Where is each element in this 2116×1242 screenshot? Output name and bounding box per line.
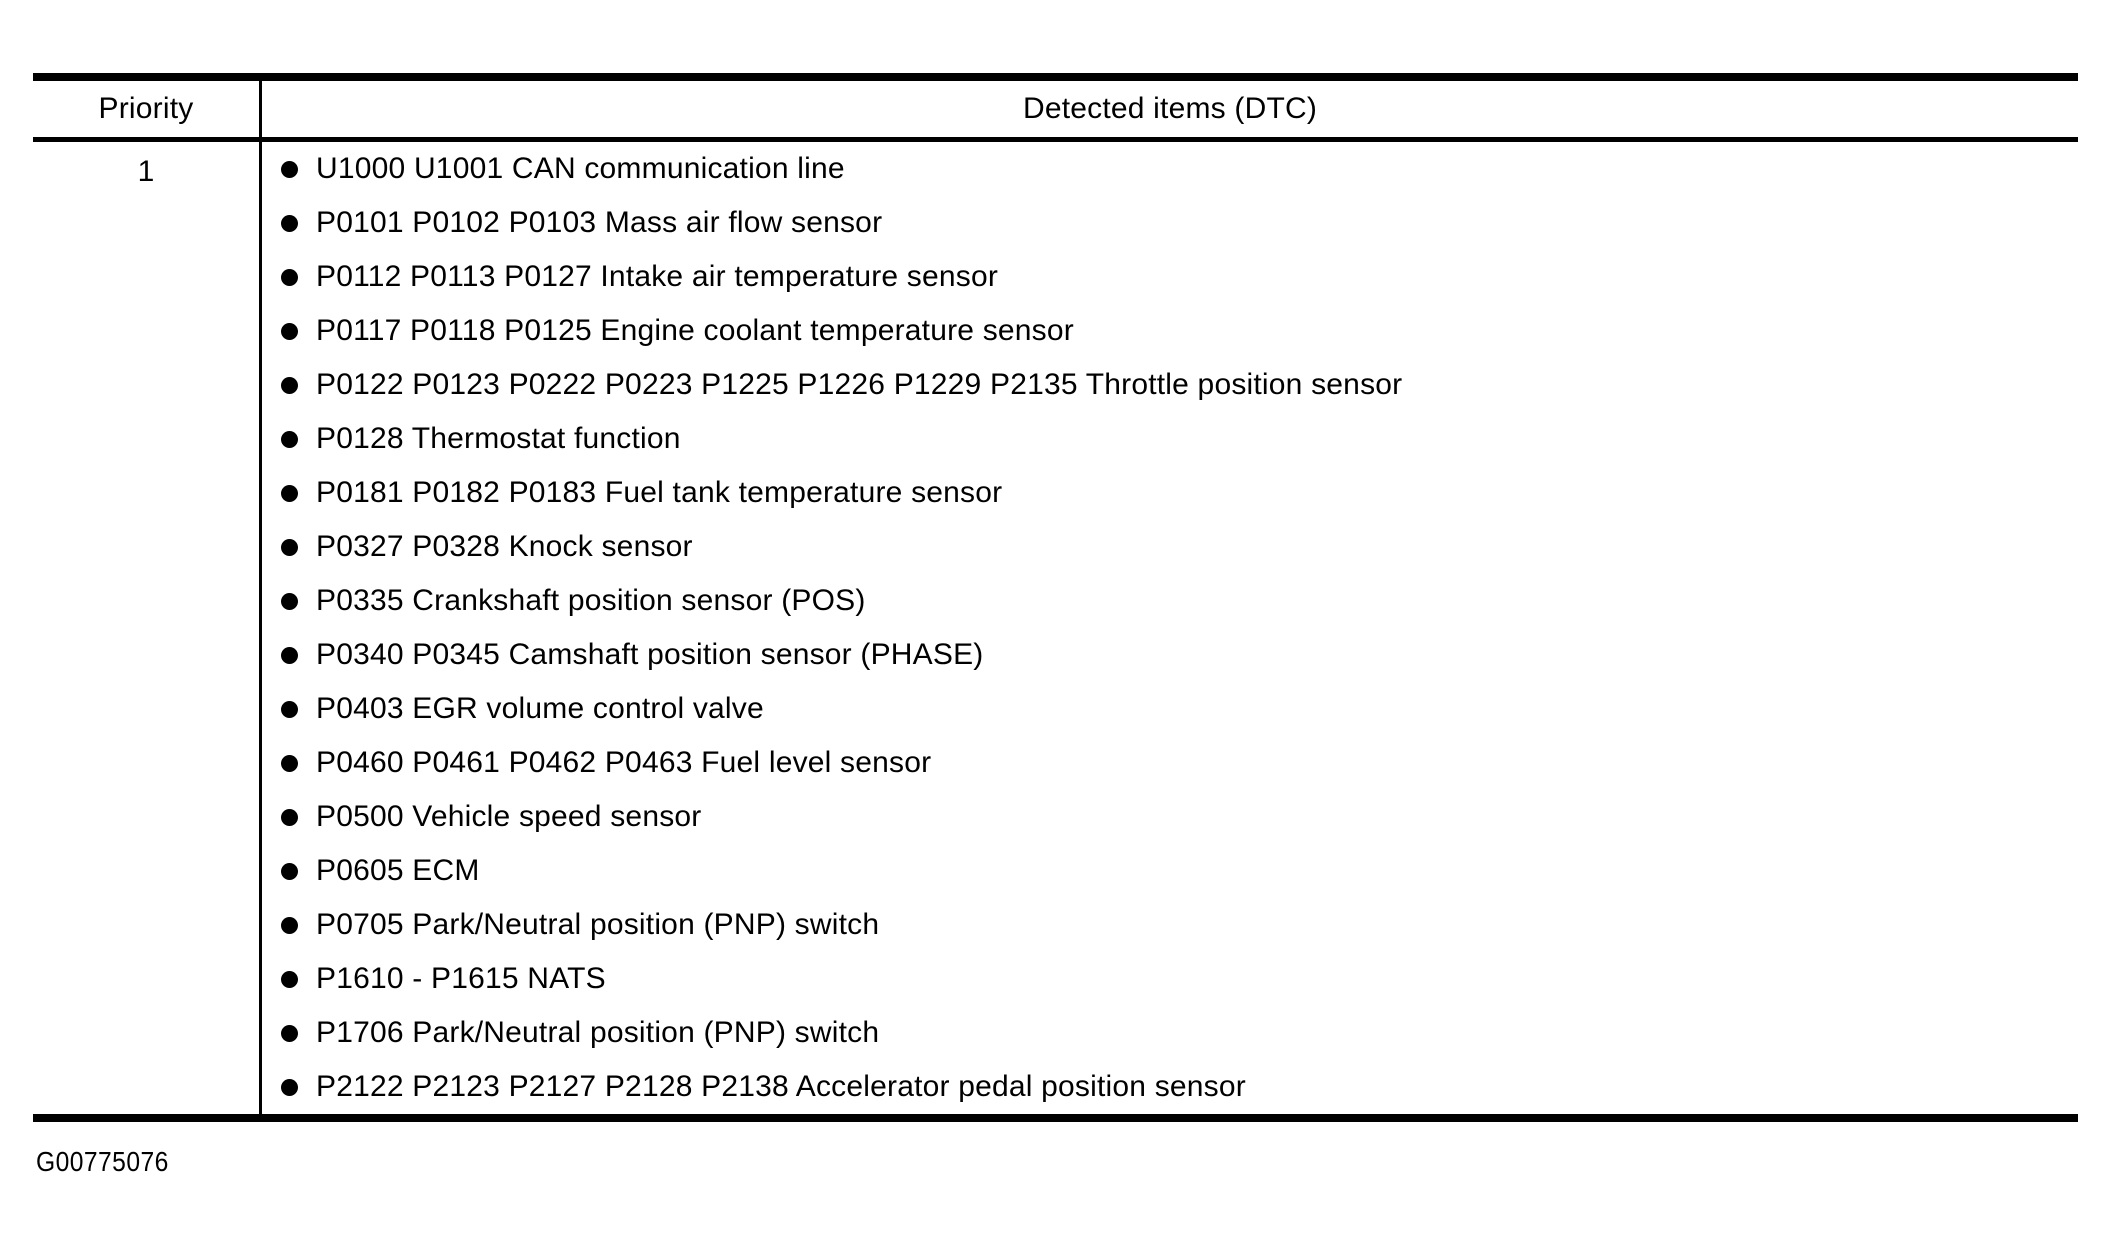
bullet-icon <box>281 916 298 934</box>
dtc-item-text: P0460 P0461 P0462 P0463 Fuel level senso… <box>316 746 932 779</box>
dtc-item-text: P1706 Park/Neutral position (PNP) switch <box>316 1016 880 1049</box>
dtc-item-text: P0500 Vehicle speed sensor <box>316 800 702 833</box>
dtc-list: U1000 U1001 CAN communication line P0101… <box>262 142 2078 1114</box>
bullet-icon <box>281 1078 298 1096</box>
dtc-item-text: P2122 P2123 P2127 P2128 P2138 Accelerato… <box>316 1070 1246 1103</box>
dtc-list-item: P0128 Thermostat function <box>262 412 2078 466</box>
dtc-item-text: P0403 EGR volume control valve <box>316 692 764 725</box>
dtc-list-item: P0112 P0113 P0127 Intake air temperature… <box>262 250 2078 304</box>
dtc-item-text: P0101 P0102 P0103 Mass air flow sensor <box>316 206 883 239</box>
dtc-priority-table: Priority Detected items (DTC) 1 U1000 U1… <box>33 73 2078 1122</box>
bullet-icon <box>281 376 298 394</box>
bullet-icon <box>281 160 298 178</box>
dtc-list-item: P0340 P0345 Camshaft position sensor (PH… <box>262 628 2078 682</box>
bullet-icon <box>281 1024 298 1042</box>
dtc-list-item: P1610 - P1615 NATS <box>262 952 2078 1006</box>
dtc-item-text: P1610 - P1615 NATS <box>316 962 606 995</box>
bullet-icon <box>281 754 298 772</box>
bullet-icon <box>281 700 298 718</box>
dtc-item-text: P0112 P0113 P0127 Intake air temperature… <box>316 260 999 293</box>
figure-id: G00775076 <box>36 1146 169 1177</box>
dtc-item-text: P0128 Thermostat function <box>316 422 681 455</box>
dtc-list-item: P0460 P0461 P0462 P0463 Fuel level senso… <box>262 736 2078 790</box>
bullet-icon <box>281 430 298 448</box>
dtc-item-text: P0117 P0118 P0125 Engine coolant tempera… <box>316 314 1074 347</box>
dtc-item-text: P0340 P0345 Camshaft position sensor (PH… <box>316 638 984 671</box>
column-header-priority: Priority <box>98 92 194 125</box>
dtc-item-text: U1000 U1001 CAN communication line <box>316 152 845 185</box>
priority-value: 1 <box>137 155 155 188</box>
bullet-icon <box>281 646 298 664</box>
dtc-list-item: P0101 P0102 P0103 Mass air flow sensor <box>262 196 2078 250</box>
dtc-list-item: P0500 Vehicle speed sensor <box>262 790 2078 844</box>
dtc-item-text: P0705 Park/Neutral position (PNP) switch <box>316 908 880 941</box>
dtc-item-text: P0181 P0182 P0183 Fuel tank temperature … <box>316 476 1003 509</box>
dtc-item-text: P0605 ECM <box>316 854 480 887</box>
column-header-detected-items: Detected items (DTC) <box>259 81 2078 137</box>
bullet-icon <box>281 808 298 826</box>
bullet-icon <box>281 268 298 286</box>
bullet-icon <box>281 214 298 232</box>
dtc-list-item: U1000 U1001 CAN communication line <box>262 142 2078 196</box>
table-body-row: 1 U1000 U1001 CAN communication line P01… <box>33 142 2078 1114</box>
detected-items-cell: U1000 U1001 CAN communication line P0101… <box>259 142 2078 1114</box>
dtc-list-item: P0605 ECM <box>262 844 2078 898</box>
bullet-icon <box>281 484 298 502</box>
dtc-list-item: P0335 Crankshaft position sensor (POS) <box>262 574 2078 628</box>
dtc-list-item: P0403 EGR volume control valve <box>262 682 2078 736</box>
dtc-item-text: P0122 P0123 P0222 P0223 P1225 P1226 P122… <box>316 368 1403 401</box>
bullet-icon <box>281 322 298 340</box>
table-header-row: Priority Detected items (DTC) <box>33 81 2078 142</box>
dtc-list-item: P0327 P0328 Knock sensor <box>262 520 2078 574</box>
dtc-list-item: P1706 Park/Neutral position (PNP) switch <box>262 1006 2078 1060</box>
dtc-list-item: P2122 P2123 P2127 P2128 P2138 Accelerato… <box>262 1060 2078 1114</box>
dtc-list-item: P0122 P0123 P0222 P0223 P1225 P1226 P122… <box>262 358 2078 412</box>
dtc-list-item: P0117 P0118 P0125 Engine coolant tempera… <box>262 304 2078 358</box>
dtc-item-text: P0327 P0328 Knock sensor <box>316 530 693 563</box>
bullet-icon <box>281 592 298 610</box>
bullet-icon <box>281 538 298 556</box>
dtc-list-item: P0705 Park/Neutral position (PNP) switch <box>262 898 2078 952</box>
bullet-icon <box>281 862 298 880</box>
bullet-icon <box>281 970 298 988</box>
dtc-list-item: P0181 P0182 P0183 Fuel tank temperature … <box>262 466 2078 520</box>
dtc-item-text: P0335 Crankshaft position sensor (POS) <box>316 584 866 617</box>
